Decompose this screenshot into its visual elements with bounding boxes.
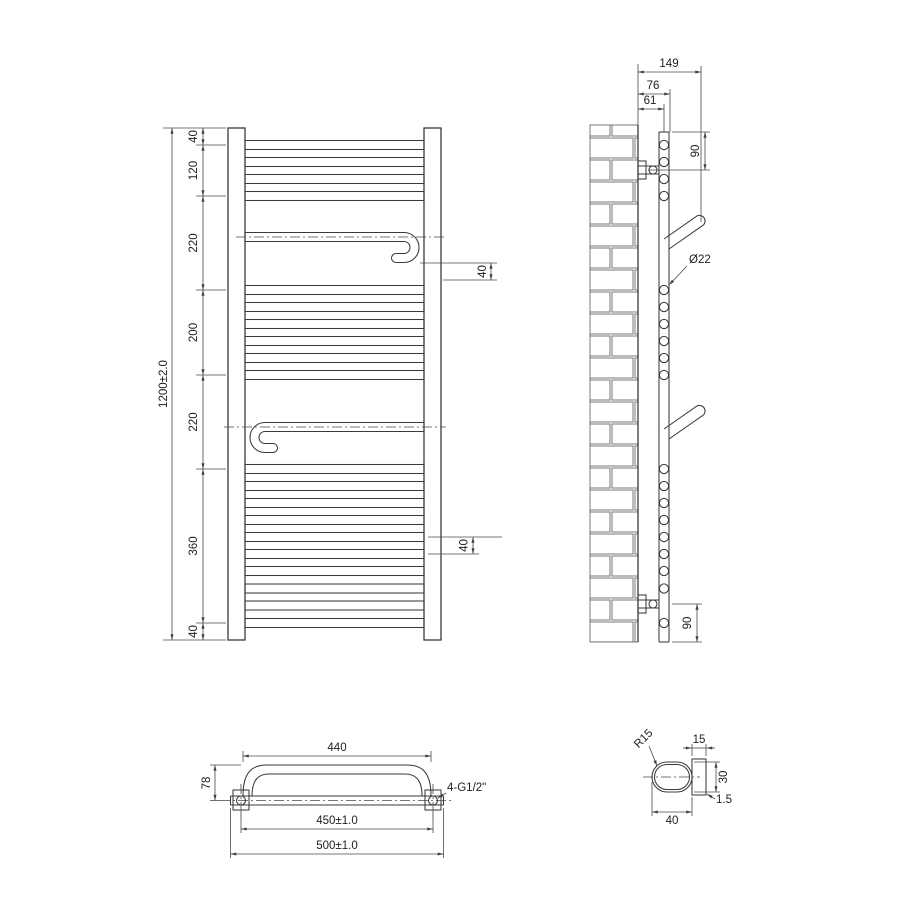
dim-seg-200: 200 bbox=[188, 323, 200, 342]
towel-bar-outline-outer bbox=[242, 764, 432, 797]
dim-height: 30 bbox=[718, 771, 730, 784]
side-view bbox=[589, 124, 706, 643]
right-tapping bbox=[424, 784, 442, 817]
front-view bbox=[224, 127, 446, 641]
upper-bar-hook bbox=[663, 214, 706, 250]
dim-overall-height: 1200±2.0 bbox=[158, 360, 170, 408]
dim-width: 40 bbox=[666, 815, 679, 827]
dim-bottom-offset: 90 bbox=[682, 617, 694, 630]
front-view-dimensions: 40 120 220 200 220 360 40 1200±2.0 40 40 bbox=[158, 127, 502, 641]
obround-outer bbox=[651, 761, 693, 793]
dim-top-offset: 90 bbox=[690, 145, 702, 158]
dim-seg-360: 360 bbox=[188, 536, 200, 555]
towel-bar-upper bbox=[236, 231, 446, 264]
dim-bar-width: 440 bbox=[327, 742, 346, 754]
bottom-view-dimensions: 440 78 450±1.0 500±1.0 4-G1/2" bbox=[201, 742, 486, 858]
bottom-view bbox=[220, 764, 454, 817]
left-tapping bbox=[232, 784, 250, 817]
dim-tapping-centers: 450±1.0 bbox=[316, 815, 358, 827]
right-post bbox=[423, 127, 442, 641]
dim-rung-pitch: 40 bbox=[459, 539, 471, 552]
lower-bar-hook bbox=[663, 404, 706, 440]
towel-bar-lower bbox=[224, 421, 446, 454]
left-post bbox=[227, 127, 246, 641]
detail-view bbox=[643, 758, 707, 796]
dim-seg-bottom-40: 40 bbox=[188, 625, 200, 638]
dim-tab-width: 15 bbox=[693, 734, 706, 746]
rungs bbox=[244, 139, 425, 629]
brick-wall bbox=[589, 124, 639, 643]
dim-depth-bracket: 76 bbox=[647, 80, 660, 92]
side-view-dimensions: 149 76 61 90 90 Ø22 bbox=[637, 58, 711, 643]
dim-overall-width: 500±1.0 bbox=[316, 840, 358, 852]
towel-bar-outline-inner bbox=[251, 773, 423, 797]
dim-seg-top-40: 40 bbox=[188, 130, 200, 143]
dim-wall-thickness: 1.5 bbox=[716, 794, 732, 806]
rung-end-circles bbox=[658, 139, 670, 629]
bottom-bracket bbox=[637, 594, 659, 614]
dim-seg-120: 120 bbox=[188, 161, 200, 180]
dim-bar-offset: 40 bbox=[477, 265, 489, 278]
dim-tappings: 4-G1/2" bbox=[447, 782, 486, 794]
mount-tab bbox=[691, 758, 707, 796]
dim-depth-total: 149 bbox=[659, 58, 678, 70]
dim-seg-220a: 220 bbox=[188, 233, 200, 252]
obround-inner bbox=[653, 763, 691, 791]
dim-seg-220b: 220 bbox=[188, 412, 200, 431]
dim-depth-tube: 61 bbox=[644, 95, 657, 107]
dim-tube-diameter: Ø22 bbox=[689, 254, 711, 266]
dim-bar-depth: 78 bbox=[201, 777, 213, 790]
